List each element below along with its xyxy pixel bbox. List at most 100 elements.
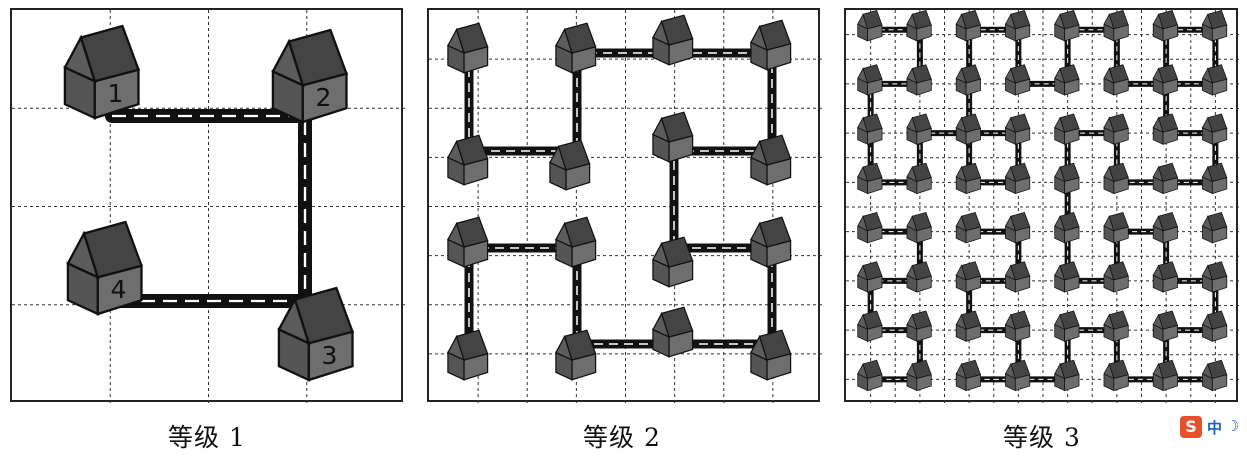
house-roof: [862, 359, 883, 379]
house-roof: [1010, 162, 1031, 182]
house-icon: [1054, 162, 1080, 195]
house-roof: [1059, 162, 1080, 182]
house-roof: [1207, 162, 1228, 182]
house-number: 2: [316, 83, 332, 112]
house-roof: [1010, 10, 1031, 30]
house-number: 4: [111, 275, 127, 304]
level-3-panel: [844, 8, 1240, 404]
house-icon: [1152, 64, 1179, 96]
house-roof: [758, 329, 792, 361]
house-roof: [961, 10, 982, 30]
house-icon: [1004, 113, 1031, 145]
house-roof: [758, 216, 792, 248]
house-icon: [955, 310, 982, 342]
house-roof: [563, 329, 597, 361]
sogou-logo-icon[interactable]: S: [1180, 416, 1202, 438]
house-roof: [911, 359, 932, 379]
level-2-panel: [427, 8, 822, 403]
house-roof: [1158, 310, 1179, 330]
house-icon: [447, 22, 489, 74]
road: [464, 48, 777, 349]
house-icon: [555, 216, 597, 268]
house-icon: [1152, 162, 1179, 195]
house-icon: [1201, 359, 1228, 392]
house-icon: [906, 211, 932, 244]
house-icon: [750, 329, 792, 381]
road-center-line: [112, 114, 307, 303]
house-icon: [955, 10, 982, 42]
level-3-diagram: [846, 10, 1240, 404]
house-roof: [1158, 162, 1179, 182]
house-icon: [66, 220, 144, 316]
house-roof: [1010, 64, 1031, 84]
moon-icon[interactable]: ☽: [1226, 417, 1240, 435]
house-icon: [1201, 310, 1228, 342]
house-icon: [1103, 113, 1129, 145]
house-roof: [1059, 211, 1080, 232]
house-roof: [1207, 64, 1228, 84]
house-icon: [906, 64, 932, 96]
house-roof: [911, 261, 932, 281]
house-icon: [857, 310, 883, 342]
house-icon: [1103, 310, 1129, 342]
house-icon: [1054, 211, 1080, 244]
house-roof: [911, 162, 932, 182]
house-roof: [961, 310, 982, 330]
house-icon: [857, 261, 883, 293]
house-roof: [557, 139, 591, 171]
house-icon: [1004, 64, 1031, 96]
house-roof: [1158, 113, 1179, 133]
level-3-caption: 等级 3: [1003, 423, 1081, 452]
house-icon: [906, 310, 932, 342]
house-roof: [1108, 10, 1129, 30]
ime-toolbar[interactable]: S 中 ☽: [1178, 414, 1244, 440]
house-roof: [1108, 310, 1129, 330]
house-roof: [1207, 310, 1228, 330]
house-roof: [862, 211, 883, 232]
house-roof: [79, 24, 141, 83]
house-icon: [652, 111, 694, 163]
road-center-line: [870, 29, 1216, 380]
house-roof: [1010, 261, 1031, 281]
house-roof: [1158, 10, 1179, 30]
house-icon: [1201, 10, 1228, 42]
house-icon: [857, 162, 883, 195]
house-icon: [1103, 211, 1129, 244]
house-roof: [563, 216, 597, 248]
house-roof: [1207, 10, 1228, 30]
house-roof: [455, 134, 489, 166]
house-roof: [961, 359, 982, 379]
house-roof: [911, 113, 932, 133]
house-roof: [82, 220, 144, 279]
house-icon: [1201, 113, 1228, 145]
house-number: 1: [108, 79, 124, 108]
house-icon: [906, 261, 932, 293]
house-roof: [1059, 113, 1080, 133]
house-icon: [1004, 162, 1031, 195]
house-roof: [961, 211, 982, 232]
house-roof: [660, 14, 694, 46]
house-roof: [455, 329, 489, 361]
house-icon: [906, 113, 932, 145]
house-roof: [862, 64, 883, 84]
house-icon: [1004, 211, 1031, 244]
ime-mode-label[interactable]: 中: [1207, 419, 1223, 437]
house-roof: [862, 261, 883, 281]
house-icon: [555, 22, 597, 74]
house-icon: [906, 359, 932, 392]
house-icon: [1054, 359, 1080, 392]
house-icon: [555, 329, 597, 381]
house-icon: [1201, 64, 1228, 96]
house-roof: [455, 22, 489, 54]
house-icon: [1054, 10, 1080, 42]
house-roof: [1010, 310, 1031, 330]
level-2-caption: 等级 2: [583, 423, 661, 452]
house-roof: [660, 111, 694, 143]
house-icon: [1152, 211, 1179, 244]
house-roof: [911, 211, 932, 232]
house-icon: [549, 139, 591, 191]
house-roof: [961, 162, 982, 182]
house-roof: [1207, 261, 1228, 281]
house-icon: [271, 28, 349, 124]
